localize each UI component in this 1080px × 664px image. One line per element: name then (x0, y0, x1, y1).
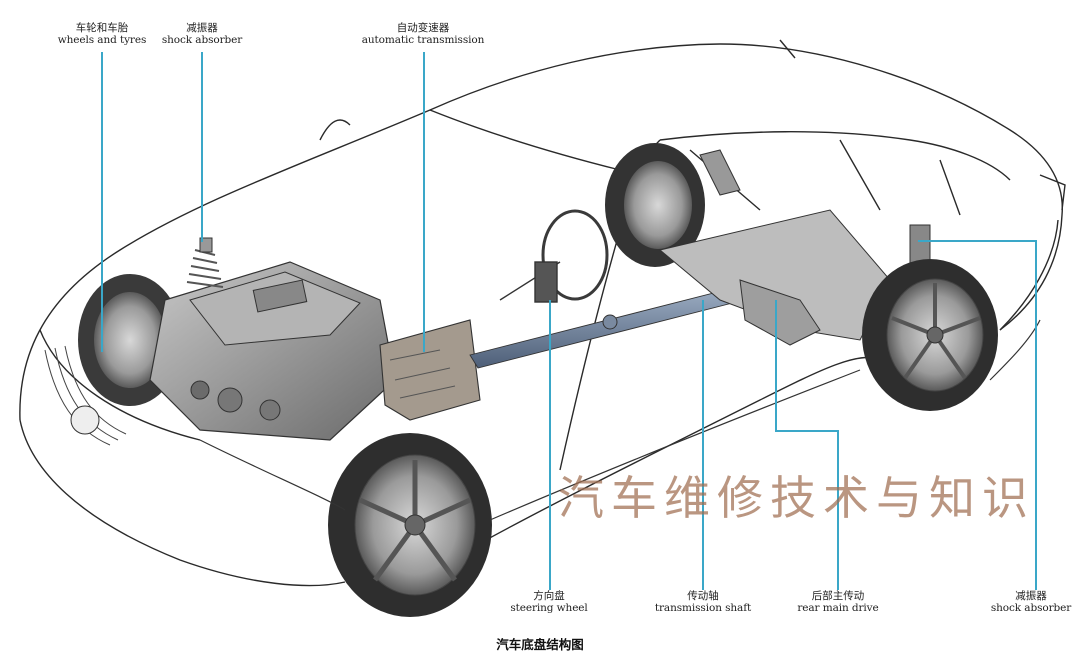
leader-wheels (101, 52, 103, 352)
transmission-unit (379, 319, 481, 421)
rear-subframe (658, 149, 931, 346)
label-en: transmission shaft (654, 602, 752, 615)
label-automatic-transmission: 自动变速器 automatic transmission (354, 22, 492, 46)
label-en: rear main drive (797, 602, 879, 615)
front-shock-spring (186, 237, 224, 288)
label-transmission-shaft: 传动轴 transmission shaft (650, 590, 756, 614)
rear-right-wheel (862, 259, 998, 411)
front-grille (44, 345, 127, 446)
leader-rear-shock-v (1035, 240, 1037, 590)
label-zh: 方向盘 (533, 590, 565, 602)
drive-shaft (469, 284, 753, 369)
label-zh: 自动变速器 (396, 22, 450, 34)
label-zh: 后部主传动 (811, 590, 865, 602)
label-shock-absorber-rear: 减振器 shock absorber (985, 590, 1077, 614)
engine-block (149, 261, 396, 441)
label-en: wheels and tyres (57, 34, 147, 47)
label-steering-wheel: 方向盘 steering wheel (505, 590, 593, 614)
label-en: shock absorber (161, 34, 243, 47)
label-zh: 传动轴 (687, 590, 719, 602)
leader-rear-drive-h (775, 430, 838, 432)
label-en: shock absorber (990, 602, 1072, 615)
label-wheels-and-tyres: 车轮和车胎 wheels and tyres (55, 22, 149, 46)
label-zh: 减振器 (1015, 590, 1047, 602)
leader-shaft (702, 300, 704, 590)
leader-rear-drive-v2 (837, 430, 839, 590)
leader-transmission (423, 52, 425, 352)
label-shock-absorber-front: 减振器 shock absorber (155, 22, 249, 46)
label-rear-main-drive: 后部主传动 rear main drive (788, 590, 888, 614)
label-en: automatic transmission (361, 34, 485, 47)
leader-rear-shock-h (918, 240, 1036, 242)
label-en: steering wheel (510, 602, 588, 615)
label-zh: 车轮和车胎 (75, 22, 129, 34)
leader-rear-drive-v1 (775, 300, 777, 430)
watermark-text: 汽车维修技术与知识 (558, 471, 1035, 525)
rear-left-wheel (605, 143, 705, 267)
steering-assembly (499, 209, 609, 303)
label-zh: 减振器 (186, 22, 218, 34)
leader-front-shock (201, 52, 203, 242)
front-right-wheel (328, 433, 492, 617)
lower-body-lines (199, 319, 1041, 521)
leader-steering (549, 300, 551, 590)
car-body-outline (19, 39, 1066, 587)
figure-caption: 汽车底盘结构图 (496, 637, 584, 652)
